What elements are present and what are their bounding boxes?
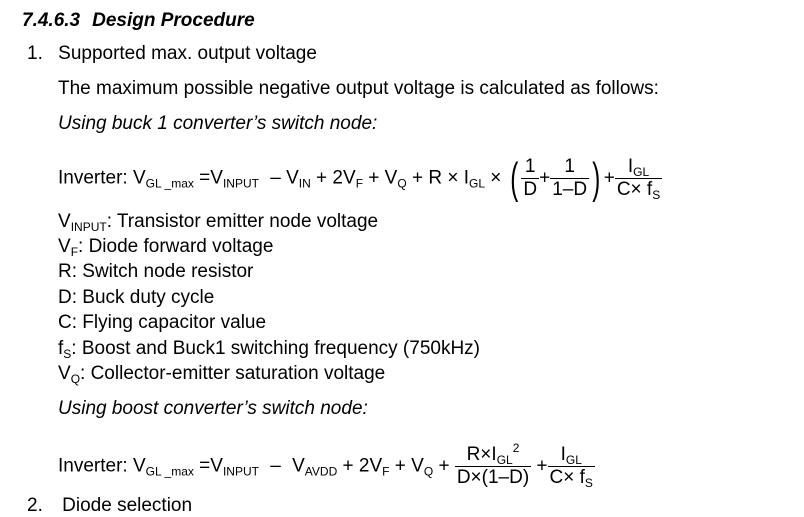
buck-caption: Using buck 1 converter’s switch node:: [58, 113, 378, 134]
definition-vf: VF: Diode forward voltage: [58, 236, 274, 259]
definition-c: C: Flying capacitor value: [58, 312, 267, 333]
list-item-1: 1. Supported max. output voltage: [27, 43, 317, 65]
definition-d: D: Buck duty cycle: [58, 287, 215, 308]
list-label: Supported max. output voltage: [58, 43, 317, 64]
equation-label: Inverter:: [58, 167, 128, 189]
list-label: Diode selection: [62, 495, 193, 516]
intro-text: The maximum possible negative output vol…: [58, 78, 659, 99]
definition-vinput: VINPUT: Transistor emitter node voltage: [58, 211, 379, 234]
definition-fs: fS: Boost and Buck1 switching frequency …: [58, 338, 481, 361]
list-number: 2.: [27, 495, 43, 516]
list-number: 1.: [27, 43, 43, 64]
boost-caption: Using boost converter’s switch node:: [58, 398, 368, 419]
section-title: Design Procedure: [92, 10, 255, 31]
section-heading: 7.4.6.3 Design Procedure: [22, 10, 255, 32]
definition-vq: VQ: Collector-emitter saturation voltage: [58, 363, 386, 386]
equation-buck: Inverter: VGL _max =VINPUT – VIN + 2VF +…: [58, 153, 663, 203]
list-item-2: 2. Diode selection: [27, 495, 192, 517]
definition-r: R: Switch node resistor: [58, 261, 254, 282]
section-number: 7.4.6.3: [22, 10, 81, 31]
equation-label: Inverter:: [58, 455, 128, 477]
equation-boost: Inverter: VGL _max =VINPUT – VAVDD + 2VF…: [58, 441, 595, 490]
